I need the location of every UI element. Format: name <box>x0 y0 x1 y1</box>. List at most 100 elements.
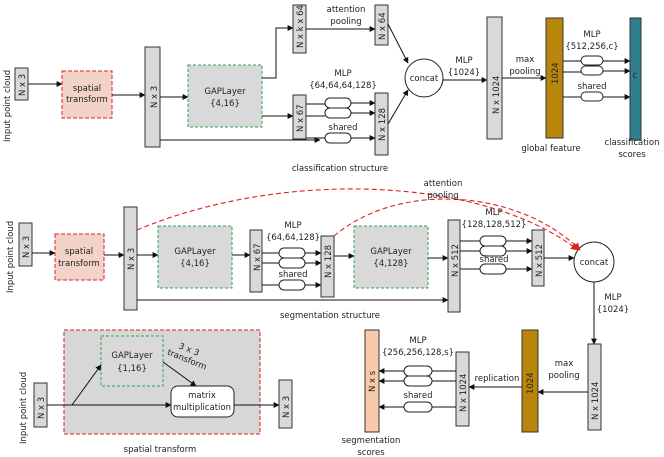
gaplayer-text-st: GAPLayer <box>111 351 153 361</box>
gaplayer-box-seg1 <box>157 225 233 289</box>
segmentation-structure-caption: segmentation structure <box>280 311 380 321</box>
n67-box-cls <box>292 94 307 140</box>
global-feature-bar <box>545 17 564 139</box>
n1024-box-seg <box>587 343 602 431</box>
ns-text: N x s <box>368 370 378 392</box>
gaplayer-text-seg1: GAPLayer <box>174 247 216 257</box>
mlp-pill-seg1-3 <box>278 279 306 291</box>
classification-section: Input point cloud N x 3 spatial transfor… <box>3 4 660 174</box>
n3-text-cls: N x 3 <box>150 86 160 108</box>
mlp-text-seg1: MLP <box>284 221 301 231</box>
n67-box-seg <box>249 229 263 293</box>
gaplayer-box-st <box>100 335 164 387</box>
n512-text-seg2: N x 512 <box>535 244 545 277</box>
mlp-dims-cls: {64,64,64,128} <box>309 81 377 91</box>
pooling-text-cls: pooling <box>330 17 361 27</box>
matrix-mult-text-a: matrix <box>188 391 216 401</box>
replication-text: replication <box>475 374 520 384</box>
mlp-pill-cls2-3 <box>580 91 604 102</box>
gaplayer-k-cls: {4,16} <box>210 99 240 109</box>
mlp1024-text-cls: MLP <box>455 56 472 66</box>
concat-node-cls <box>404 58 444 98</box>
mlp-pill-seg3-3 <box>403 401 433 413</box>
n128-box-seg <box>320 235 335 298</box>
mlp-pill-seg1-1 <box>278 247 306 259</box>
maxpool-text-cls-b: pooling <box>509 67 540 77</box>
mlp-pill-cls2-2 <box>580 65 604 76</box>
mlp-pill-seg2-1 <box>479 235 507 247</box>
mlp1024-dims-cls: {1024} <box>448 68 480 78</box>
mlp-pill-cls-1 <box>324 97 352 109</box>
input-n3-text-3: N x 3 <box>37 397 47 419</box>
gaplayer-text-seg2: GAPLayer <box>370 247 412 257</box>
mlp-text-seg3: MLP <box>409 336 426 346</box>
concat-text-cls: concat <box>410 74 439 84</box>
output-n3-text-st: N x 3 <box>282 396 292 418</box>
mlp-pill-seg3-2 <box>403 375 433 387</box>
spatial-transform-caption: spatial transform <box>124 445 197 455</box>
shared-text-seg3: shared <box>404 391 433 401</box>
input-n3-text-2: N x 3 <box>22 236 32 258</box>
mlp-pill-cls2-1 <box>580 55 604 66</box>
output-n3-box-st <box>278 379 293 429</box>
shared-text-cls: shared <box>329 123 358 133</box>
attention-path-1 <box>136 188 579 251</box>
n67-text-cls: N x 67 <box>296 104 306 132</box>
n67-text-seg: N x 67 <box>253 243 263 271</box>
spatial-text-1b: transform <box>66 95 108 105</box>
input-n3-box-2 <box>18 222 33 267</box>
shared-text-seg1: shared <box>279 270 308 280</box>
n1024-text-seg2: N x 1024 <box>459 374 469 412</box>
gaplayer-k-seg1: {4,16} <box>180 259 210 269</box>
input-point-cloud-label-2: Input point cloud <box>6 221 16 293</box>
shared-text-cls2: shared <box>578 82 607 92</box>
segmentation-scores-label-a: segmentation <box>342 436 401 446</box>
n3-text-seg: N x 3 <box>127 248 137 270</box>
classification-scores-label-a: classification <box>605 138 660 148</box>
matrix-multiplication-node <box>170 385 235 418</box>
spatial-text-2a: spatial <box>65 247 93 257</box>
n1024-text-seg: N x 1024 <box>591 382 601 420</box>
shared-text-seg2: shared <box>480 255 509 265</box>
global-feature-1024: 1024 <box>551 62 561 84</box>
spatial-text-2b: transform <box>58 259 100 269</box>
attention-text-seg: attention <box>424 179 463 189</box>
global-feature-label: global feature <box>521 144 580 154</box>
mlp-pill-cls-3 <box>324 132 352 144</box>
pooling-text-seg: pooling <box>427 191 458 201</box>
input-n3-text-1: N x 3 <box>18 74 28 96</box>
classification-scores-bar <box>629 17 642 141</box>
n128-text-seg: N x 128 <box>324 245 334 278</box>
maxpool-text-seg-b: pooling <box>548 371 579 381</box>
n1024-box-seg2 <box>455 351 470 427</box>
mlp1024-text-seg: MLP <box>604 293 621 303</box>
input-point-cloud-label-1: Input point cloud <box>3 70 13 142</box>
n512-box-seg1 <box>447 219 461 313</box>
concat-text-seg: concat <box>580 258 609 268</box>
mlp-dims-seg3: {256,256,128,s} <box>382 348 454 358</box>
spatial-transform-box-2 <box>54 233 105 281</box>
segmentation-scores-bar <box>364 329 380 433</box>
mlp-pill-seg1-2 <box>278 257 306 269</box>
class-c-text: c <box>633 71 638 81</box>
n64-text: N x 64 <box>378 12 388 40</box>
mlp-dims-cls2: {512,256,c} <box>565 42 618 52</box>
maxpool-text-cls-a: max <box>516 55 535 65</box>
mlp-dims-seg1: {64,64,128} <box>266 233 320 243</box>
n512-text-seg1: N x 512 <box>451 244 461 277</box>
segmentation-section: Input point cloud N x 3 spatial transfor… <box>6 179 629 457</box>
mlp-text-seg2: MLP <box>485 208 502 218</box>
mlp1024-dims-seg: {1024} <box>597 305 629 315</box>
spatial-transform-box-1 <box>61 70 113 119</box>
n128-text-cls: N x 128 <box>378 108 388 141</box>
nk64-text: N x k x 64 <box>296 5 306 48</box>
maxpool-text-seg-a: max <box>555 359 574 369</box>
gaplayer-text-cls: GAPLayer <box>204 87 246 97</box>
global-feature-1024-seg: 1024 <box>526 372 536 394</box>
attention-text-cls: attention <box>327 5 366 15</box>
mlp-text-cls2: MLP <box>583 30 600 40</box>
mlp-text-cls: MLP <box>334 69 351 79</box>
mlp-dims-seg2: {128,128,512} <box>462 220 527 230</box>
input-point-cloud-label-3: Input point cloud <box>19 372 29 444</box>
